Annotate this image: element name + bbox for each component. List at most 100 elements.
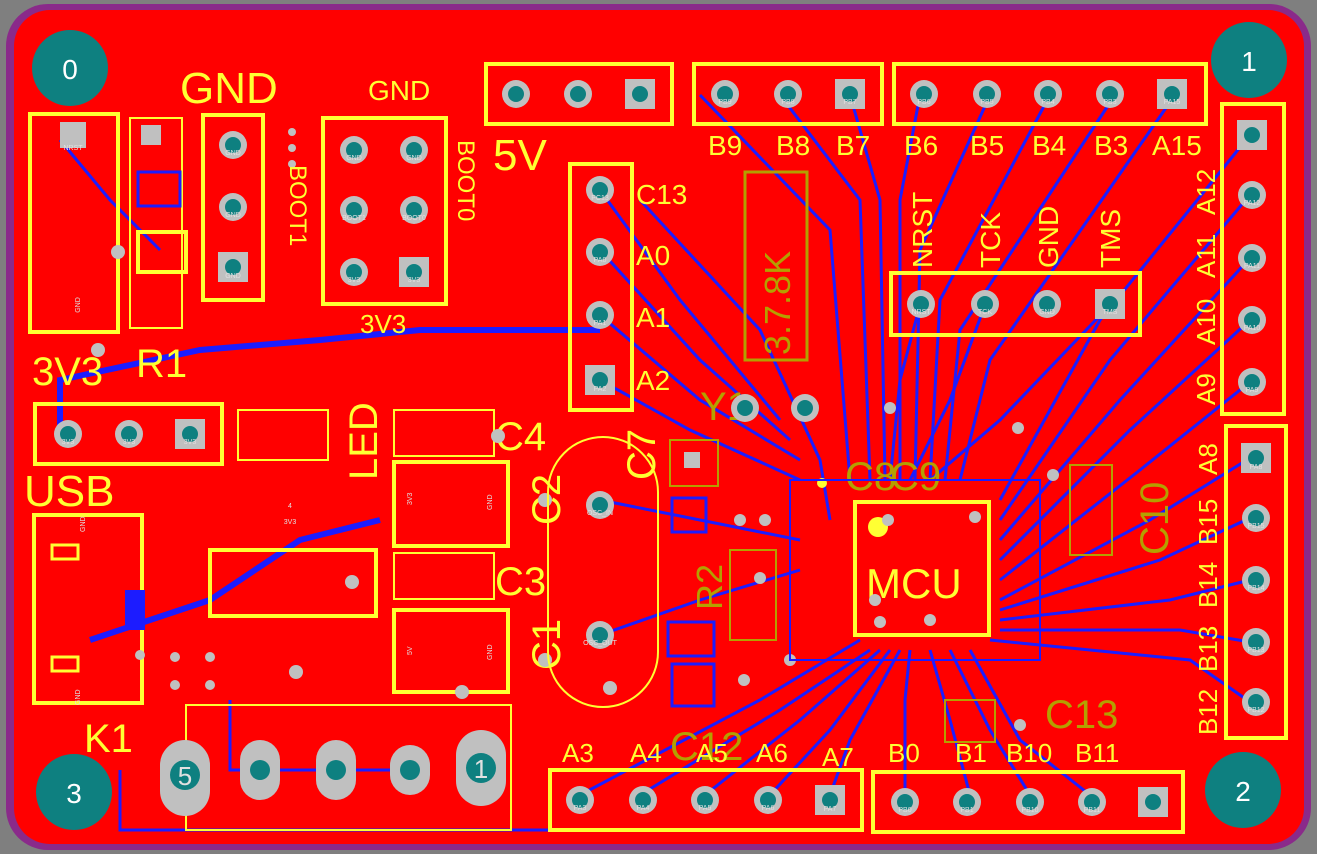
svg-text:NRST: NRST xyxy=(63,145,83,152)
label-boot0: BOOT0 xyxy=(452,140,479,221)
svg-text:GND: GND xyxy=(1039,309,1055,316)
label-nrst: NRST xyxy=(907,192,938,268)
label-a3: A3 xyxy=(562,738,594,768)
svg-text:GND: GND xyxy=(225,273,241,280)
label-b10: B10 xyxy=(1006,738,1052,768)
header-5v: 5V xyxy=(484,62,674,180)
svg-text:PA8: PA8 xyxy=(1250,464,1263,471)
svg-text:PA12: PA12 xyxy=(1244,200,1261,207)
reset-switch: NRST GND 3V3 R1 xyxy=(28,112,188,394)
svg-text:BOOT0: BOOT0 xyxy=(402,215,426,222)
mount-hole-label-2: 2 xyxy=(1235,776,1251,807)
label-b5: B5 xyxy=(970,130,1004,161)
label-3v3-big: 3V3 xyxy=(32,350,103,394)
ldo-regulator: 4 3V3 xyxy=(208,503,378,679)
header-b9-b7: PB9 PB8 PB7 B9 B8 B7 xyxy=(692,62,884,161)
svg-text:GND: GND xyxy=(80,516,87,532)
header-3v3: 3V3 3V3 3V3 LED xyxy=(33,402,386,480)
svg-text:PB10: PB10 xyxy=(1021,807,1038,814)
svg-text:PB14: PB14 xyxy=(1247,585,1264,592)
header-right-b: PA8 PB15 PB14 PB13 PB12 A8 B15 B14 B13 B… xyxy=(1193,424,1288,740)
header-b6-a15: PB6 PB5 PB4 PB3 PA15 B6 B5 B4 B3 A15 xyxy=(892,62,1208,161)
svg-text:PB7: PB7 xyxy=(843,99,856,106)
svg-text:PA6: PA6 xyxy=(762,805,775,812)
label-r1: R1 xyxy=(136,342,187,386)
mount-hole-label-0: 0 xyxy=(62,54,78,85)
connector-pin-1: 1 xyxy=(474,754,488,784)
svg-text:PA2: PA2 xyxy=(594,386,607,393)
svg-text:3V3: 3V3 xyxy=(284,519,297,526)
label-a0: A0 xyxy=(636,240,670,271)
svg-text:PA15: PA15 xyxy=(1164,99,1181,106)
svg-text:3V3: 3V3 xyxy=(408,277,421,284)
boot-header: GND GND GND BOOT1 BOOT0 3V3 3V3 3V3 BOOT… xyxy=(321,75,479,339)
trace-layer xyxy=(57,93,1252,832)
label-gnd-small: GND xyxy=(368,75,430,106)
label-boot1: BOOT1 xyxy=(284,165,311,246)
svg-text:PB4: PB4 xyxy=(1041,99,1054,106)
label-a9: A9 xyxy=(1191,373,1221,405)
svg-text:GND: GND xyxy=(225,150,241,157)
svg-text:PB1: PB1 xyxy=(960,807,973,814)
label-b4: B4 xyxy=(1032,130,1066,161)
label-gnd-swd: GND xyxy=(1033,206,1064,268)
label-c8: C8 xyxy=(845,455,896,499)
svg-text:PA10: PA10 xyxy=(1244,325,1261,332)
label-a6: A6 xyxy=(756,738,788,768)
label-b6: B6 xyxy=(904,130,938,161)
reset-switch-outline xyxy=(28,112,120,334)
connector-pin-5: 5 xyxy=(178,761,192,791)
label-a7: A7 xyxy=(822,742,854,772)
label-a10: A10 xyxy=(1191,299,1221,345)
label-c9: C9 xyxy=(890,455,941,499)
svg-text:GND: GND xyxy=(225,212,241,219)
svg-text:TMS: TMS xyxy=(1103,309,1118,316)
svg-text:3V3: 3V3 xyxy=(123,439,136,446)
label-tms: TMS xyxy=(1095,209,1126,268)
label-5v: 5V xyxy=(493,131,547,180)
label-c10: C10 xyxy=(1133,482,1177,555)
label-b1: B1 xyxy=(955,738,987,768)
usb-connector: USB GND GND K1 xyxy=(24,467,215,761)
svg-text:PC13: PC13 xyxy=(591,195,609,202)
svg-text:3V3: 3V3 xyxy=(184,439,197,446)
svg-text:BOOT1: BOOT1 xyxy=(342,215,366,222)
mount-hole-label-1: 1 xyxy=(1241,46,1257,77)
label-a4: A4 xyxy=(630,738,662,768)
label-c3: C3 xyxy=(495,560,546,604)
label-k1: K1 xyxy=(84,717,133,761)
mcu-chip: MCU xyxy=(789,479,1041,661)
svg-text:PA4: PA4 xyxy=(637,805,650,812)
label-mcu: MCU xyxy=(866,560,962,607)
mount-hole-2 xyxy=(1205,752,1281,828)
label-c12: C12 xyxy=(670,725,743,769)
svg-text:GND: GND xyxy=(487,644,494,660)
label-led: LED xyxy=(342,402,386,480)
label-a2: A2 xyxy=(636,365,670,396)
label-b7: B7 xyxy=(836,130,870,161)
label-a8: A8 xyxy=(1193,443,1223,475)
svg-text:PB13: PB13 xyxy=(1247,647,1264,654)
svg-text:PB12: PB12 xyxy=(1247,707,1264,714)
label-b15: B15 xyxy=(1193,499,1223,545)
header-swd: NRST TCK GND TMS NRST TCK GND TMS xyxy=(889,192,1142,337)
label-b0: B0 xyxy=(888,738,920,768)
label-a1: A1 xyxy=(636,302,670,333)
mount-hole-0 xyxy=(32,30,108,106)
label-a11: A11 xyxy=(1191,234,1221,278)
crystal-y1: OSC_IN OSC_OUT C7 Y1 xyxy=(547,385,749,708)
svg-text:OSC_OUT: OSC_OUT xyxy=(583,640,618,647)
label-b9: B9 xyxy=(708,130,742,161)
label-a12: A12 xyxy=(1191,169,1221,215)
svg-text:NRST: NRST xyxy=(911,309,931,316)
svg-text:PA0: PA0 xyxy=(594,257,607,264)
svg-text:PB5: PB5 xyxy=(980,99,993,106)
svg-text:PB3: PB3 xyxy=(1103,99,1116,106)
svg-text:PA9: PA9 xyxy=(1246,387,1259,394)
label-b14: B14 xyxy=(1193,562,1223,608)
label-a5: A5 xyxy=(696,738,728,768)
r1-outline xyxy=(129,117,183,329)
header-bottom-a: A3 A4 A5 A6 A7 PA3 PA4 PA5 PA6 PA7 xyxy=(548,738,864,832)
mount-hole-1 xyxy=(1211,22,1287,98)
